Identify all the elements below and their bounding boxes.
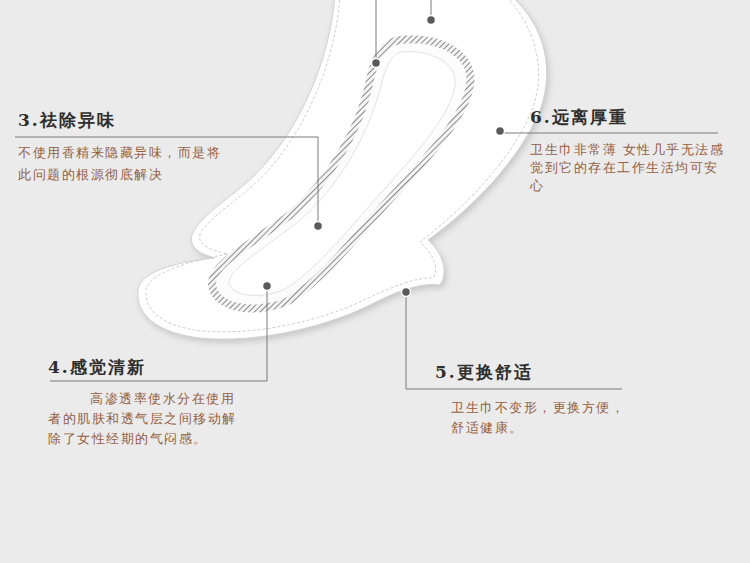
pad-shape bbox=[138, 0, 547, 339]
callout-description: 卫生巾不变形，更换方便，舒适健康。 bbox=[451, 398, 636, 438]
callout-heading: 5.更换舒适 bbox=[435, 360, 642, 384]
leader-lines bbox=[15, 0, 718, 389]
callout-description: 不使用香精来隐藏异味，而是将此问题的根源彻底解决 bbox=[18, 142, 228, 186]
callout-description: 高渗透率使水分在使用者的肌肤和透气层之间移动解除了女性经期的气闷感。 bbox=[48, 389, 248, 449]
callout-heading: 4.感觉清新 bbox=[48, 355, 255, 379]
callout-heading: 6.远离厚重 bbox=[530, 105, 737, 129]
callout-dots bbox=[263, 16, 505, 297]
callout-description: 卫生巾非常薄 女性几乎无法感觉到它的存在工作生活均可安心 bbox=[530, 141, 730, 195]
callout-block: 3.祛除异味不使用香精来隐藏异味，而是将此问题的根源彻底解决 bbox=[18, 108, 235, 188]
callout-block: 6.远离厚重卫生巾非常薄 女性几乎无法感觉到它的存在工作生活均可安心 bbox=[530, 105, 737, 197]
callout-block: 5.更换舒适卫生巾不变形，更换方便，舒适健康。 bbox=[435, 360, 642, 440]
callout-heading: 3.祛除异味 bbox=[18, 108, 235, 132]
callout-block: 4.感觉清新高渗透率使水分在使用者的肌肤和透气层之间移动解除了女性经期的气闷感。 bbox=[48, 355, 255, 451]
